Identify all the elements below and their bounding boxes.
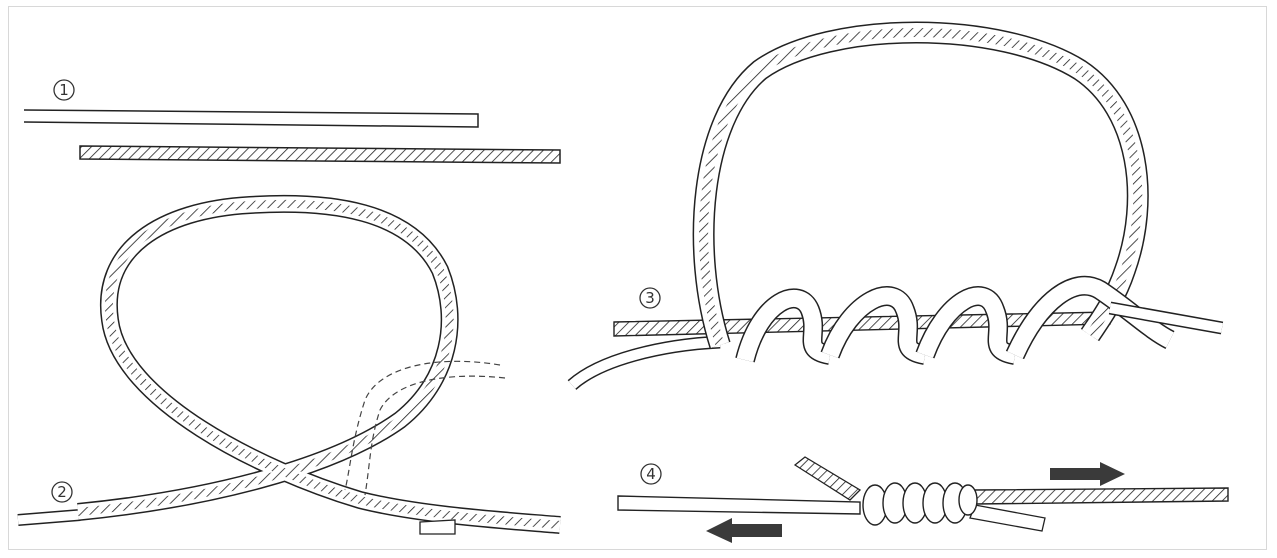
step-1-number: 1 <box>59 81 69 99</box>
hatched-line-finished <box>975 488 1228 504</box>
step-4-badge: 4 <box>641 464 661 484</box>
step-1-panel: 1 <box>24 80 560 163</box>
dashed-guide <box>345 361 500 490</box>
finished-knot <box>863 483 977 525</box>
plain-line-finished <box>618 496 860 514</box>
step-2-number: 2 <box>57 483 67 501</box>
step-1-badge: 1 <box>54 80 74 100</box>
step-4-panel: 4 <box>618 457 1228 543</box>
step-4-number: 4 <box>646 465 656 483</box>
step-3-number: 3 <box>645 289 655 307</box>
step-3-panel: 3 <box>572 33 1222 386</box>
arrow-left <box>706 518 782 543</box>
arrow-right <box>1050 462 1125 486</box>
step-2-badge: 2 <box>52 482 72 502</box>
step-3-badge: 3 <box>640 288 660 308</box>
step-2-panel: 2 <box>18 204 560 534</box>
hatched-loop <box>78 204 560 525</box>
hatched-line <box>80 146 560 163</box>
plain-line <box>24 110 478 127</box>
